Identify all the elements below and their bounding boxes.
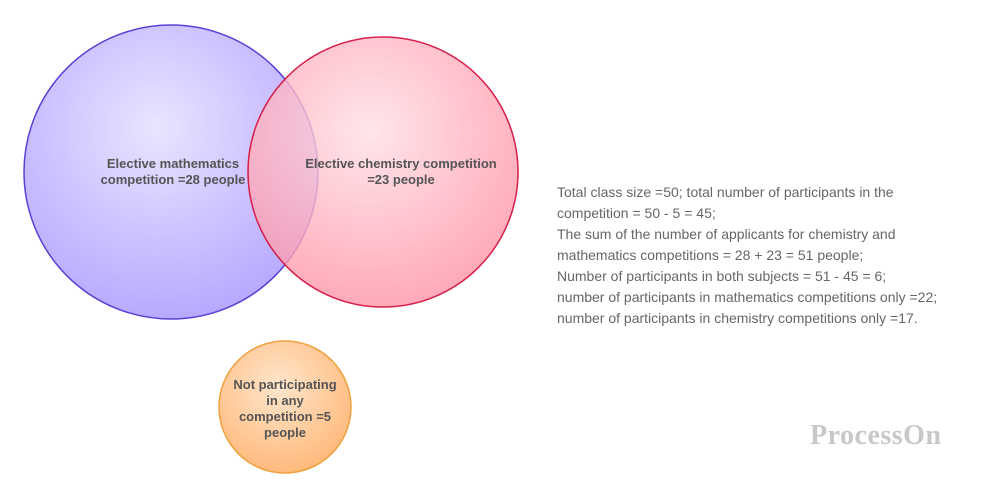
explanation-line: competition = 50 - 5 = 45; <box>557 205 716 221</box>
chemistry-circle-label: Elective chemistry competition =23 peopl… <box>290 156 512 188</box>
no-competition-circle[interactable] <box>218 340 352 474</box>
explanation-line: mathematics competitions = 28 + 23 = 51 … <box>557 247 864 263</box>
none-label-line: in any <box>266 393 304 408</box>
none-label-line: people <box>264 425 306 440</box>
explanation-line: Number of participants in both subjects … <box>557 268 887 284</box>
no-competition-label: Not participating in any competition =5 … <box>223 377 347 441</box>
chemistry-competition-circle[interactable] <box>247 36 519 308</box>
explanation-line: number of participants in chemistry comp… <box>557 310 918 326</box>
explanation-line: The sum of the number of applicants for … <box>557 226 896 242</box>
none-label-line: competition =5 <box>238 409 332 424</box>
explanation-line: number of participants in mathematics co… <box>557 289 938 305</box>
explanation-line: Total class size =50; total number of pa… <box>557 184 894 200</box>
chem-label-line: =23 people <box>367 172 435 187</box>
none-label-line: Not participating <box>233 377 337 392</box>
chem-label-line: Elective chemistry competition <box>305 156 497 171</box>
math-label-line: competition =28 people <box>100 172 246 187</box>
explanation-text: Total class size =50; total number of pa… <box>557 182 987 329</box>
processon-watermark: ProcessOn <box>810 420 942 451</box>
math-circle-label: Elective mathematics competition =28 peo… <box>78 156 268 188</box>
math-label-line: Elective mathematics <box>106 156 240 171</box>
